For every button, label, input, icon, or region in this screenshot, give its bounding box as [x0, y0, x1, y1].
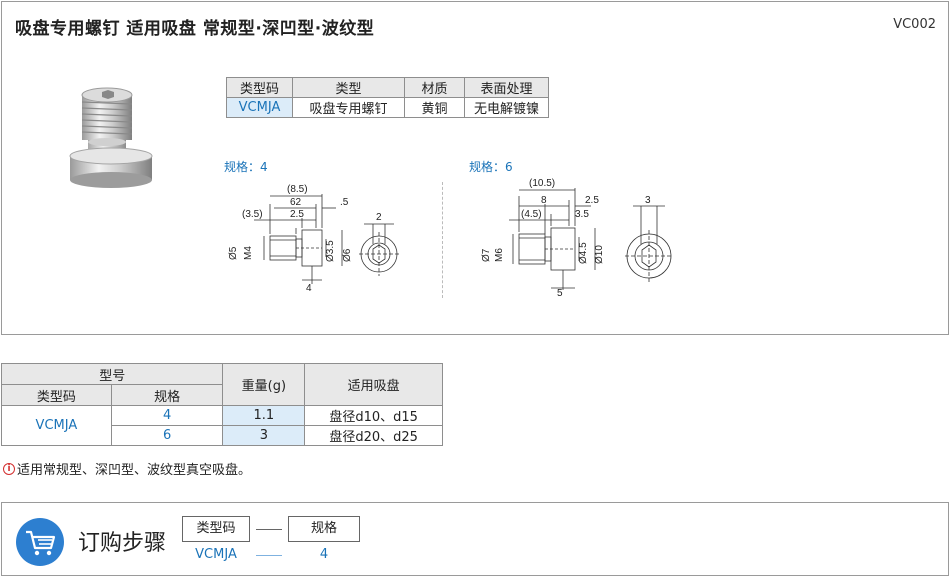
drawing-spec-4: (8.5) 62 .5 (3.5) 2.5 2 Ø5 M4 Ø3.5 Ø6 4: [228, 184, 399, 294]
size-label-4: 规格：4: [224, 160, 268, 174]
dim-4: 4: [306, 283, 312, 294]
dim-m6: M6: [494, 248, 505, 262]
dim-3-5: 3.5: [575, 209, 589, 220]
product-photo: [69, 87, 153, 188]
dim-4-5: (4.5): [521, 209, 542, 220]
spec-table: 类型码 类型 材质 表面处理 VCMJA 吸盘专用螺钉 黄铜 无电解镀镍: [226, 77, 549, 118]
weight-cell: 3: [222, 425, 306, 446]
dim-10-5: (10.5): [529, 178, 555, 189]
info-icon: i: [3, 462, 15, 475]
header-model: 型号: [0, 363, 224, 385]
spec-header-type: 类型: [292, 77, 405, 98]
order-panel: 订购步骤 类型码 规格 VCMJA 4: [1, 502, 949, 576]
dim-2-5: 2.5: [585, 195, 599, 206]
spec-header-material: 材质: [404, 77, 465, 98]
spec-cell[interactable]: 6: [110, 425, 224, 446]
spec-header-surface: 表面处理: [464, 77, 549, 98]
dim-3: 3: [645, 195, 651, 206]
cart-icon: [16, 518, 64, 566]
usage-note: i 适用常规型、深凹型、波纹型真空吸盘。: [3, 459, 251, 478]
dim-phi-10: Ø10: [594, 245, 605, 264]
header-weight: 重量(g): [222, 363, 306, 406]
dim-m4: M4: [243, 246, 254, 260]
type-code-cell[interactable]: VCMJA: [1, 405, 112, 446]
spec-surface: 无电解镀镍: [464, 97, 549, 118]
step-value-connector: [256, 555, 282, 556]
step-type-code-value: VCMJA: [195, 547, 237, 562]
dim-8-5: (8.5): [287, 184, 308, 195]
dim-62: 62: [290, 197, 302, 208]
dim-3-5: (3.5): [242, 209, 263, 220]
drawing-spec-6: (10.5) 8 2.5 (4.5) 3.5 3 Ø7 M6 Ø4.5 Ø10 …: [481, 178, 673, 298]
dim-2-5: 2.5: [290, 209, 304, 220]
spec-cell[interactable]: 4: [110, 405, 224, 426]
dim-2: 2: [376, 212, 382, 223]
drawing-separator: [442, 182, 443, 298]
spec-material: 黄铜: [404, 97, 465, 118]
header-spec: 规格: [110, 384, 224, 406]
spec-type: 吸盘专用螺钉: [292, 97, 405, 118]
dim-5: 5: [557, 288, 563, 298]
spec-header-type-code: 类型码: [226, 77, 293, 98]
step-connector: [256, 529, 282, 530]
suction-cell: 盘径d10、d15: [304, 405, 443, 426]
product-code: VC002: [893, 17, 936, 32]
header-suction: 适用吸盘: [304, 363, 443, 406]
step-spec-box: 规格: [288, 516, 360, 542]
step-type-code-box: 类型码: [182, 516, 250, 542]
dim-phi-6: Ø6: [342, 248, 353, 262]
dim-phi-5: Ø5: [228, 246, 239, 260]
order-title: 订购步骤: [78, 531, 167, 556]
usage-note-text: 适用常规型、深凹型、波纹型真空吸盘。: [17, 463, 252, 478]
dim-phi-7: Ø7: [481, 248, 492, 262]
dim-phi-3-5: Ø3.5: [325, 240, 336, 262]
weight-cell: 1.1: [222, 405, 306, 426]
product-panel: 吸盘专用螺钉 适用吸盘 常规型·深凹型·波纹型 VC002: [1, 1, 949, 335]
dim-8: 8: [541, 195, 547, 206]
page-title: 吸盘专用螺钉 适用吸盘 常规型·深凹型·波纹型: [15, 19, 375, 39]
step-spec-value: 4: [319, 547, 329, 562]
model-table: 型号 重量(g) 适用吸盘 类型码 规格 VCMJA 4 1.1 盘径d10、d…: [0, 363, 443, 446]
suction-cell: 盘径d20、d25: [304, 425, 443, 446]
dim-phi-4-5: Ø4.5: [578, 242, 589, 264]
dim-0-5: .5: [340, 197, 349, 208]
header-type-code: 类型码: [1, 384, 112, 406]
size-label-6: 规格：6: [469, 160, 513, 174]
spec-type-code: VCMJA: [226, 97, 293, 118]
